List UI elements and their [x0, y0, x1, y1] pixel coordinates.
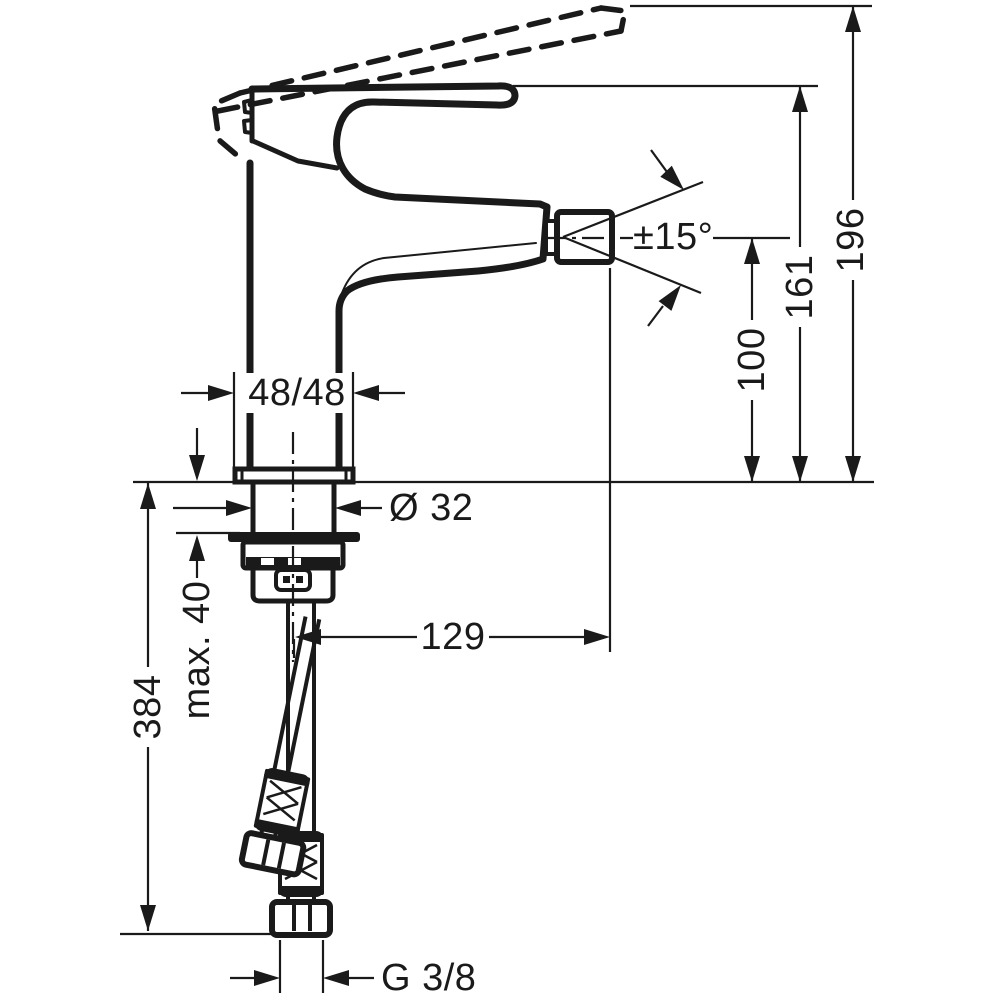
dim-connection-thread: G 3/8	[230, 940, 476, 999]
dim-label-total-height: 196	[830, 208, 872, 273]
dim-shank-diameter: Ø 32	[173, 487, 473, 529]
centerlines	[291, 236, 633, 662]
dim-label-connection-thread: G 3/8	[381, 957, 476, 999]
dim-total-height: 196	[630, 4, 872, 482]
handle-raised-dashed	[211, 5, 628, 165]
dim-outlet-height: 100	[713, 236, 790, 482]
supply-hose-angled	[238, 616, 322, 878]
hose-hex-nut	[269, 899, 333, 938]
dim-spout-reach: 129	[292, 268, 612, 658]
dim-label-hose-length: 384	[127, 675, 169, 740]
dim-label-outlet-height: 100	[731, 328, 773, 393]
dim-label-spout-reach: 129	[421, 616, 486, 658]
dim-max-thickness: max. 40	[176, 428, 240, 722]
handle-lever	[242, 82, 551, 211]
dim-label-swivel-angle: ±15°	[633, 216, 713, 258]
dim-label-handle-height: 161	[779, 255, 821, 320]
faucet-body	[246, 159, 551, 474]
dim-label-base-width: 48/48	[248, 372, 346, 414]
dim-hose-length: 384	[120, 483, 277, 936]
dim-base-width: 48/48	[181, 372, 405, 468]
dim-label-shank-diameter: Ø 32	[389, 487, 473, 529]
dim-label-max-thickness: max. 40	[176, 581, 218, 720]
faucet	[211, 5, 633, 938]
dim-swivel-angle: ±15°	[562, 149, 713, 327]
dim-handle-height: 161	[513, 84, 821, 482]
